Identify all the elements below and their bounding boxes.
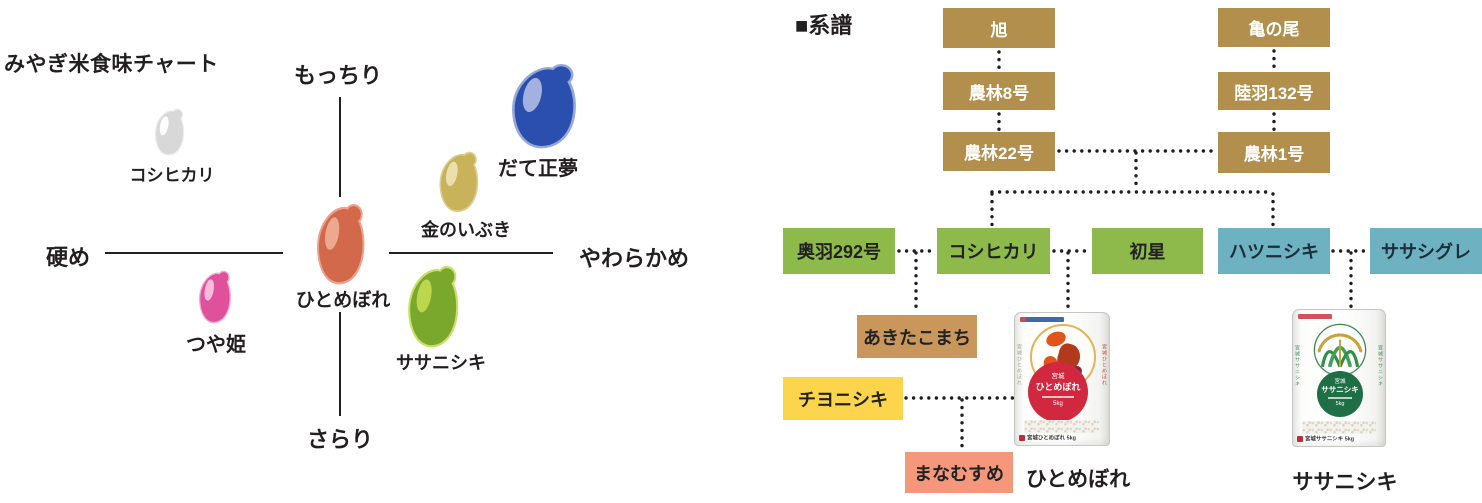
bag-region-text: 宮城 bbox=[1334, 379, 1346, 385]
bag-bottom-text: 宮城ひとめぼれ 5kg bbox=[1027, 435, 1076, 442]
node-norin1: 農林1号 bbox=[1218, 132, 1330, 173]
node-koshihikari: コシヒカリ bbox=[937, 228, 1050, 274]
bag-brand-logo bbox=[1020, 317, 1064, 322]
taste-chart-title: みやぎ米食味チャート bbox=[4, 53, 219, 76]
rice-grain-tsuyahime bbox=[197, 270, 234, 325]
rice-grain-icon bbox=[408, 265, 459, 348]
rice-window bbox=[1024, 420, 1100, 433]
sasanishiki-bag-label: ササニシキ bbox=[1292, 471, 1398, 494]
node-kamenoo: 亀の尾 bbox=[1218, 8, 1330, 47]
bag-side-text-left: 宮城ひとめぼれ bbox=[1016, 344, 1022, 386]
node-ouu292: 奥羽292号 bbox=[783, 228, 895, 274]
rice-grain-icon bbox=[439, 151, 479, 212]
node-norin8: 農林8号 bbox=[943, 72, 1055, 110]
node-hatsunishiki: ハツニシキ bbox=[1218, 228, 1330, 274]
bag-bottom-logo bbox=[1019, 435, 1025, 441]
node-hatsuhoshi: 初星 bbox=[1092, 228, 1203, 274]
axis-label-bottom: さらり bbox=[306, 427, 373, 452]
axis-label-right: やわらかめ bbox=[578, 246, 689, 271]
node-manamusume: まなむすめ bbox=[905, 452, 1013, 493]
grain-label-koshihikari: コシヒカリ bbox=[129, 166, 215, 185]
bag-side-text-left: 宮城ササニシキ bbox=[1294, 345, 1300, 387]
bag-side-text-right: 宮城ひとめぼれ bbox=[1101, 344, 1107, 386]
axis-label-left: 硬め bbox=[45, 245, 90, 270]
rice-grain-sasanishiki bbox=[405, 265, 463, 350]
node-rikuu132: 陸羽132号 bbox=[1218, 72, 1330, 110]
bag-bottom-strip: 宮城ひとめぼれ 5kg bbox=[1019, 433, 1090, 443]
red-label-circle: 宮城 ひとめぼれ 5kg bbox=[1028, 362, 1088, 422]
rice-grain-kinnoibuki bbox=[437, 151, 482, 214]
sasanishiki-bag-photo: 宮城ササニシキ 宮城ササニシキ 宮城 ササニシキ 5kg 宮城ササニシキ 5kg bbox=[1292, 309, 1386, 447]
bag-bottom-strip: 宮城ササニシキ 5kg bbox=[1297, 434, 1368, 444]
rice-plant-emblem bbox=[1313, 323, 1367, 377]
bag-brand-text: ひとめぼれ bbox=[1035, 382, 1081, 392]
grain-label-sasanishiki: ササニシキ bbox=[396, 353, 486, 373]
hitomebore-bag-label: ひとめぼれ bbox=[1025, 468, 1131, 491]
axis-label-top: もっちり bbox=[293, 63, 382, 88]
grain-label-tsuyahime: つや姫 bbox=[186, 334, 246, 356]
rice-grain-hitomebore bbox=[314, 203, 369, 287]
bag-weight-text: 5kg bbox=[1335, 401, 1345, 407]
node-sasashigure: ササシグレ bbox=[1370, 228, 1482, 274]
node-akitakomachi: あきたこまち bbox=[857, 315, 977, 358]
grain-label-hitomebore: ひとめぼれ bbox=[295, 290, 391, 311]
rice-grain-icon bbox=[512, 64, 576, 149]
bag-weight-text: 5kg bbox=[1053, 401, 1063, 407]
bag-divider bbox=[1328, 397, 1352, 399]
rice-grain-koshihikari bbox=[153, 108, 187, 157]
rice-grain-datemasayume bbox=[508, 63, 582, 151]
node-norin22: 農林22号 bbox=[943, 132, 1055, 171]
rice-grain-icon bbox=[199, 270, 231, 324]
grain-label-datemasayume: だて正夢 bbox=[498, 158, 578, 180]
hitomebore-bag-photo: 宮城ひとめぼれ 宮城ひとめぼれ 宮城 ひとめぼれ 5kg 宮城ひとめぼれ 5kg bbox=[1014, 312, 1110, 446]
bag-region-text: 宮城 bbox=[1051, 373, 1065, 380]
rice-window bbox=[1302, 421, 1376, 434]
green-label-circle: 宮城 ササニシキ 5kg bbox=[1317, 371, 1363, 417]
bag-side-text-right: 宮城ササニシキ bbox=[1377, 345, 1383, 387]
node-chiyonishiki: チヨニシキ bbox=[783, 377, 903, 420]
node-asahi: 旭 bbox=[943, 8, 1055, 48]
genealogy-title: ■系譜 bbox=[795, 13, 853, 38]
rice-grain-icon bbox=[317, 203, 365, 285]
bag-bottom-text: 宮城ササニシキ 5kg bbox=[1305, 436, 1355, 443]
rice-grain-icon bbox=[154, 108, 185, 156]
bag-divider bbox=[1042, 396, 1074, 398]
bag-brand-logo bbox=[1298, 314, 1332, 319]
grain-label-kinnoibuki: 金のいぶき bbox=[421, 220, 511, 240]
bag-brand-text: ササニシキ bbox=[1321, 385, 1359, 394]
bag-bottom-logo bbox=[1297, 436, 1303, 442]
